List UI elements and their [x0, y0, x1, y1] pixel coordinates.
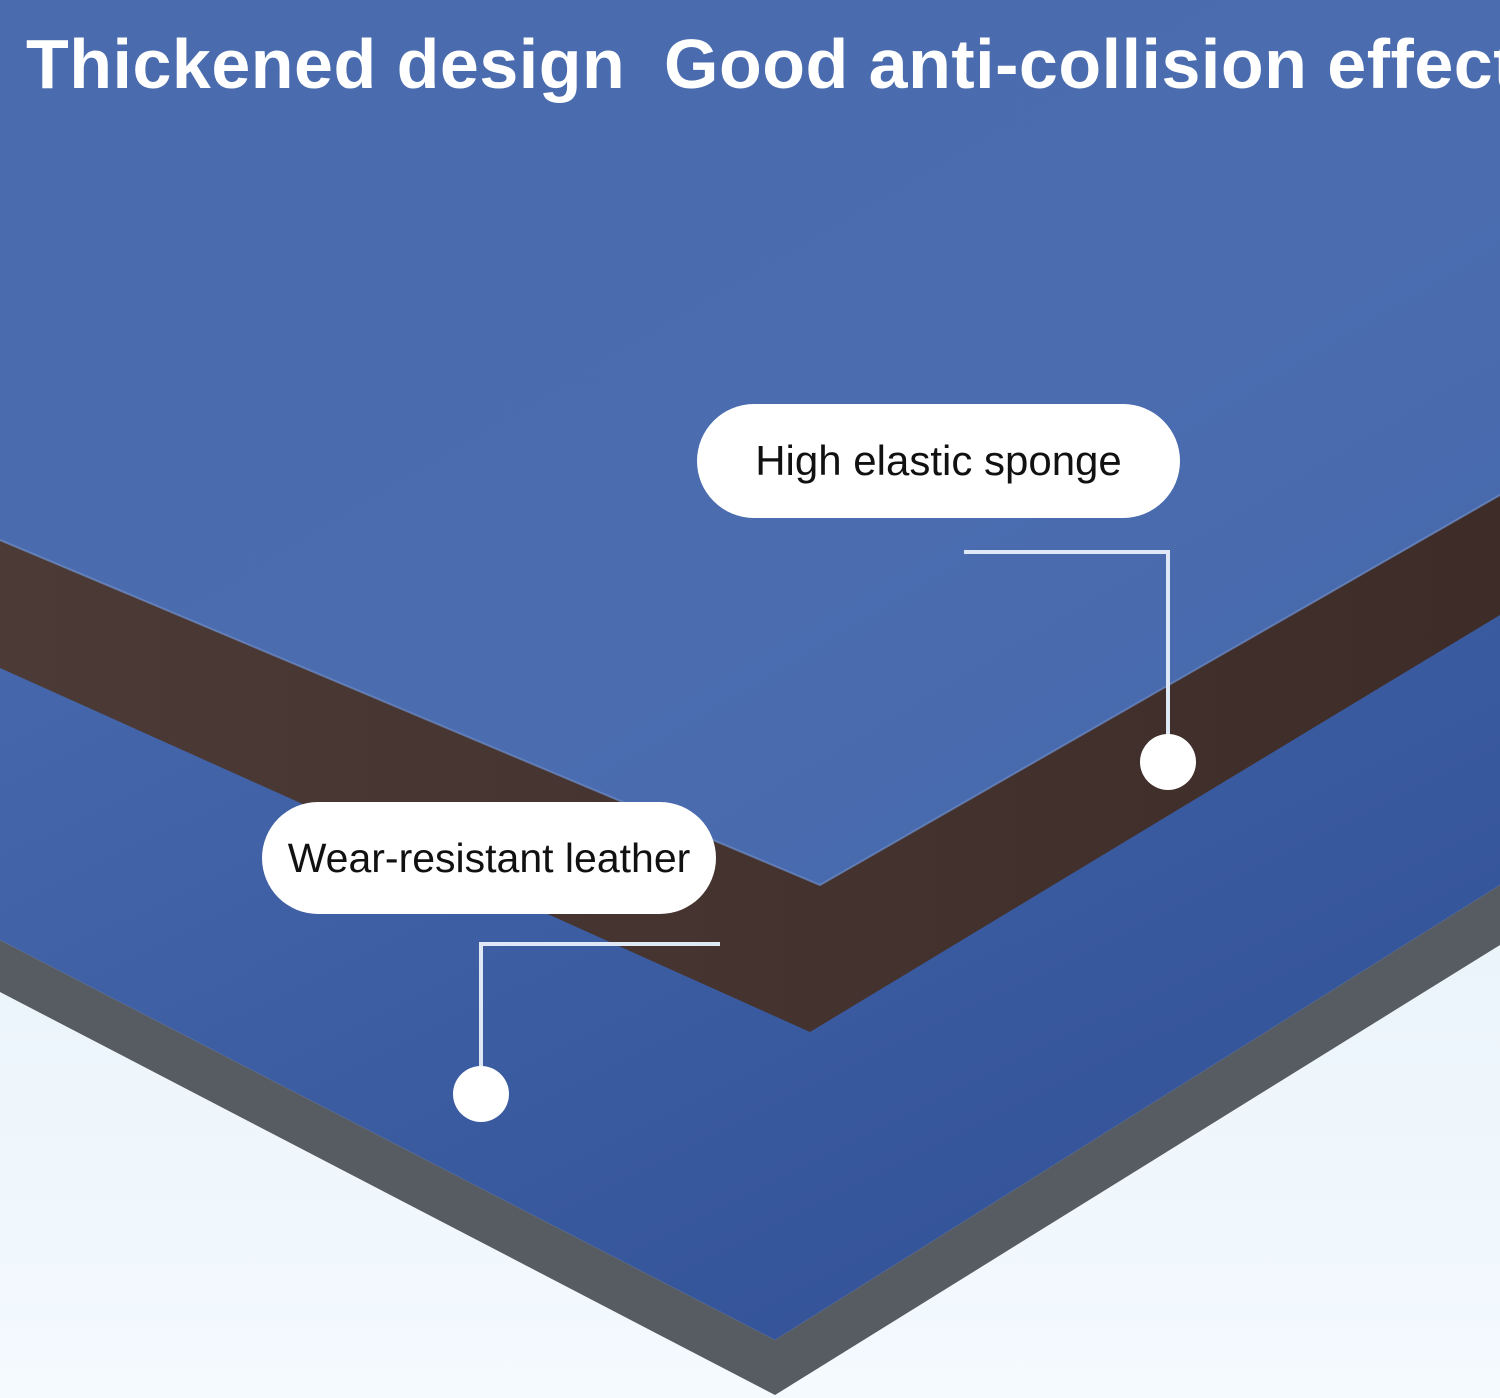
leather-marker-dot: [453, 1066, 509, 1122]
leather-leader-line: [479, 942, 720, 1092]
callout-leather-label: Wear-resistant leather: [262, 802, 716, 914]
sponge-leader-line: [964, 550, 1170, 760]
callout-sponge-label: High elastic sponge: [697, 404, 1180, 518]
top-panel-highlight: [0, 494, 1500, 887]
sponge-layer-edge: [0, 495, 1500, 1032]
headline-thickened: Thickened design: [26, 25, 626, 103]
bottom-panel-edge: [0, 885, 1500, 1395]
sponge-marker-dot: [1140, 734, 1196, 790]
headline-anti-collision: Good anti-collision effect: [664, 25, 1500, 103]
